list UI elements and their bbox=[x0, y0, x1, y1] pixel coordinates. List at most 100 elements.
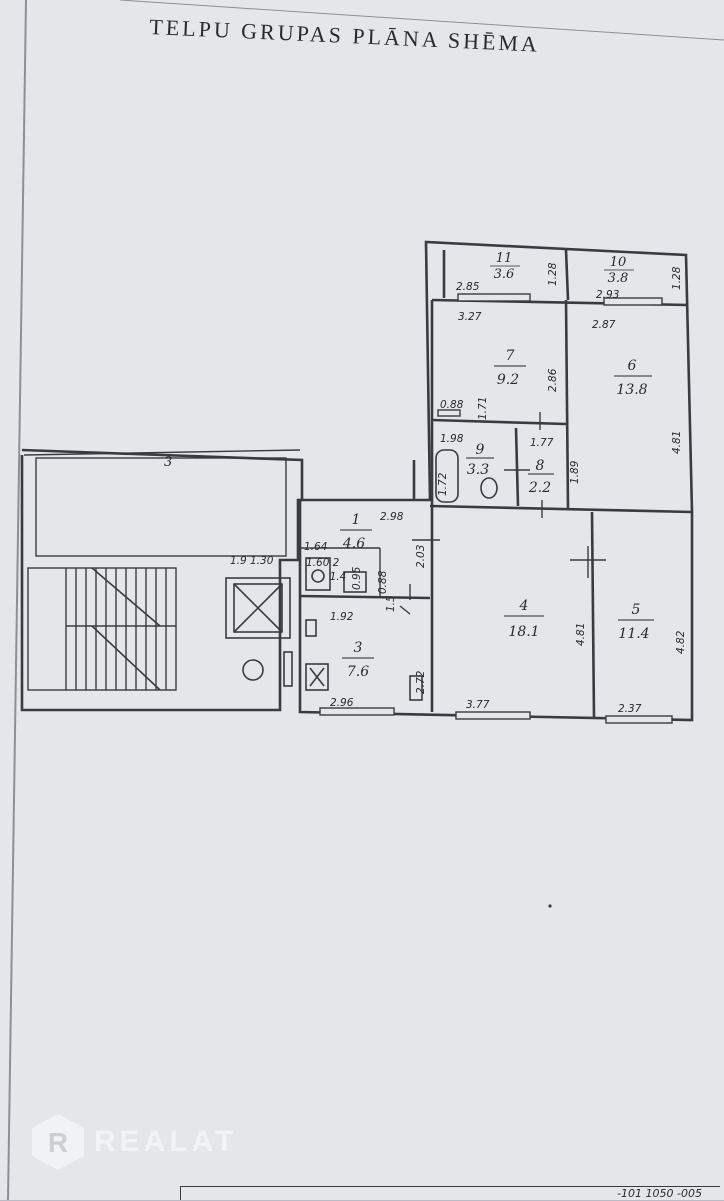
dimension-labels: 2.85 1.28 2.93 1.28 3.27 2.87 2.86 0.88 … bbox=[230, 262, 687, 715]
room-10-number: 10 bbox=[610, 255, 627, 270]
room-8-area: 2.2 bbox=[528, 480, 551, 496]
dim-1-64: 1.64 bbox=[304, 541, 327, 553]
bottom-title-block: -101 1050 -005 bbox=[180, 1186, 720, 1200]
dim-4-82: 4.82 bbox=[675, 630, 687, 654]
room-2-area: 1.4 bbox=[330, 571, 347, 583]
dim-1-28-b: 1.28 bbox=[671, 266, 683, 290]
dim-1-72: 1.72 bbox=[437, 472, 449, 496]
wall-room7-bottom bbox=[431, 418, 567, 426]
dim-2-86: 2.86 bbox=[547, 368, 559, 392]
dim-1-92: 1.92 bbox=[330, 611, 354, 623]
wall-room5-left bbox=[590, 511, 596, 719]
stair-landing bbox=[35, 457, 287, 557]
kitchen-radiator bbox=[409, 675, 423, 701]
stair-arrow-1 bbox=[91, 567, 161, 627]
room-1-area: 4.6 bbox=[342, 536, 365, 552]
dim-1-5: 1.5 bbox=[385, 595, 397, 612]
window-room3 bbox=[319, 707, 395, 716]
room-5-area: 11.4 bbox=[618, 626, 649, 642]
room-11-label: 11 3.6 bbox=[490, 251, 520, 282]
window-room11 bbox=[457, 293, 531, 302]
dim-4-81-a: 4.81 bbox=[671, 431, 683, 454]
room-labels: 11 3.6 10 3.8 7 9.2 6 13.8 9 bbox=[330, 251, 654, 680]
room-4-label: 4 18.1 bbox=[504, 598, 544, 640]
dim-2-96: 2.96 bbox=[330, 697, 354, 709]
room-8-label: 8 2.2 bbox=[528, 458, 554, 496]
kitchen-riser bbox=[305, 619, 317, 637]
sheet-edge-top bbox=[119, 0, 724, 41]
room-6-label: 6 13.8 bbox=[614, 358, 652, 398]
watermark-text: REALAT bbox=[94, 1125, 238, 1158]
lift-shaft bbox=[225, 577, 291, 639]
stair-top-wall bbox=[23, 449, 301, 456]
stair-flight-box bbox=[27, 567, 177, 691]
room-8-number: 8 bbox=[536, 458, 545, 474]
lift-cab bbox=[233, 583, 283, 633]
basin-drain-icon bbox=[311, 569, 325, 583]
wall-balcony-mid bbox=[564, 249, 570, 301]
room-9-area: 3.3 bbox=[467, 462, 489, 478]
dim-2-37: 2.37 bbox=[618, 703, 642, 715]
dim-2-87: 2.87 bbox=[592, 319, 616, 331]
dim-3-77: 3.77 bbox=[466, 699, 490, 711]
stair-arrow-2 bbox=[91, 625, 161, 691]
sheet-speck bbox=[548, 904, 552, 908]
fixtures bbox=[305, 449, 498, 701]
dim-1-30: 1.30 bbox=[250, 555, 274, 567]
room-3-area: 7.6 bbox=[347, 664, 369, 680]
dim-2-72: 2.72 bbox=[415, 670, 427, 694]
dim-2-03: 2.03 bbox=[415, 545, 427, 568]
washbasin-icon bbox=[305, 557, 331, 591]
hexagon-r-logo-icon: R bbox=[32, 1114, 84, 1170]
wall-kitchen-top bbox=[299, 594, 431, 600]
door-marks bbox=[399, 412, 606, 615]
room-7-area: 9.2 bbox=[497, 372, 519, 388]
dim-2-93: 2.93 bbox=[596, 289, 619, 301]
bathtub-icon bbox=[435, 449, 459, 503]
dim-0-88-b: 0.88 bbox=[377, 570, 389, 594]
wall-corridor bbox=[429, 504, 693, 514]
dim-0-95: 0.95 bbox=[351, 566, 363, 590]
dim-1-89: 1.89 bbox=[569, 460, 581, 484]
window-room10 bbox=[603, 297, 663, 306]
stair-steps bbox=[65, 568, 176, 690]
stair-radiator bbox=[283, 651, 293, 687]
room-11-number: 11 bbox=[496, 251, 513, 266]
dim-1-77: 1.77 bbox=[530, 437, 554, 449]
room-10-area: 3.8 bbox=[608, 271, 629, 286]
room-1-label: 1 4.6 bbox=[340, 512, 372, 552]
window-room4 bbox=[455, 711, 531, 720]
dim-3-27: 3.27 bbox=[458, 311, 482, 323]
sheet-edge-left bbox=[7, 0, 27, 1200]
dim-1-9: 1.9 bbox=[230, 555, 247, 567]
room-9-label: 9 3.3 bbox=[466, 442, 494, 478]
room-6-area: 13.8 bbox=[616, 382, 647, 398]
lift-cross-2 bbox=[233, 583, 283, 633]
staircase-block: 3 bbox=[20, 448, 304, 712]
room-11-area: 3.6 bbox=[494, 267, 515, 282]
wall-wc-divider bbox=[514, 427, 520, 507]
svg-text:R: R bbox=[48, 1127, 68, 1158]
windows bbox=[319, 293, 673, 724]
stair-outline bbox=[20, 448, 304, 712]
room-6-number: 6 bbox=[628, 358, 637, 374]
watermark: R REALAT bbox=[30, 1112, 237, 1172]
dim-1-28-a: 1.28 bbox=[547, 262, 559, 286]
room-10-label: 10 3.8 bbox=[604, 255, 634, 286]
room-3-number: 3 bbox=[354, 640, 363, 656]
room-3-label: 3 7.6 bbox=[342, 640, 374, 680]
room-5-label: 5 11.4 bbox=[618, 602, 654, 642]
room-1-number: 1 bbox=[352, 512, 361, 528]
dim-2-85: 2.85 bbox=[456, 281, 480, 293]
room-4-area: 18.1 bbox=[508, 624, 539, 640]
room-7-number: 7 bbox=[506, 348, 515, 364]
window-room5 bbox=[605, 715, 673, 724]
dim-1-98: 1.98 bbox=[440, 433, 464, 445]
washer-icon bbox=[343, 571, 367, 593]
room-4-number: 4 bbox=[519, 598, 529, 614]
room-7-label: 7 9.2 bbox=[494, 348, 526, 388]
dim-0-88-a: 0.88 bbox=[440, 399, 464, 411]
dim-1-60: 1.60 bbox=[306, 557, 330, 569]
